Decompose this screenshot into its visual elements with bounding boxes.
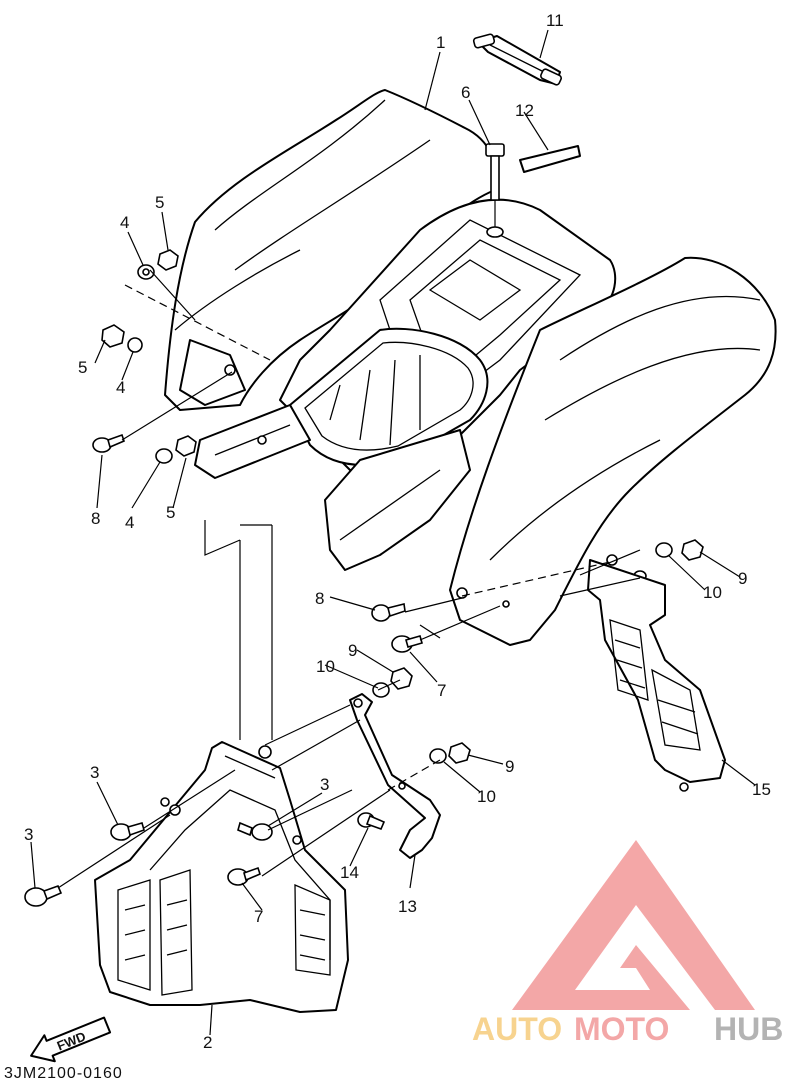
part-15-right-flap bbox=[587, 559, 726, 792]
callout-9: 9 bbox=[348, 641, 357, 660]
part-14-bolt bbox=[357, 812, 386, 831]
part-1-rear-fender bbox=[164, 89, 777, 646]
callout-4: 4 bbox=[120, 213, 129, 232]
callout-7: 7 bbox=[254, 907, 263, 926]
callout-2: 2 bbox=[203, 1033, 212, 1052]
brand-hub: HUB bbox=[714, 1011, 783, 1047]
drawing-code: 3JM2100-0160 bbox=[4, 1065, 123, 1082]
callout-4: 4 bbox=[125, 513, 134, 532]
callout-labels: 1 2 3 3 3 4 4 4 5 5 5 6 7 7 8 8 9 9 9 10… bbox=[24, 11, 771, 1052]
part-11-strap bbox=[472, 33, 562, 86]
part-3-screws bbox=[24, 821, 273, 907]
part-6-bolt bbox=[485, 143, 505, 238]
part-2-lower-flap bbox=[94, 741, 349, 1013]
callout-5: 5 bbox=[78, 358, 87, 377]
callout-8: 8 bbox=[91, 509, 100, 528]
callout-13: 13 bbox=[398, 897, 417, 916]
callout-1: 1 bbox=[436, 33, 445, 52]
callout-4: 4 bbox=[116, 378, 125, 397]
callout-3: 3 bbox=[24, 825, 33, 844]
callout-10: 10 bbox=[316, 657, 335, 676]
callout-14: 14 bbox=[340, 863, 359, 882]
callout-15: 15 bbox=[752, 780, 771, 799]
callout-3: 3 bbox=[320, 775, 329, 794]
callout-5: 5 bbox=[155, 193, 164, 212]
watermark-logo: AUTO MOTO HUB bbox=[472, 840, 783, 1047]
part-8-bolts bbox=[92, 433, 406, 622]
callout-3: 3 bbox=[90, 763, 99, 782]
leader-lines bbox=[30, 29, 756, 1036]
callout-7: 7 bbox=[437, 681, 446, 700]
callout-9: 9 bbox=[505, 757, 514, 776]
callout-8: 8 bbox=[315, 589, 324, 608]
hardware-upper-left bbox=[101, 249, 197, 464]
fwd-label: FWD bbox=[55, 1029, 88, 1054]
brand-auto: AUTO bbox=[472, 1011, 562, 1047]
part-12-label bbox=[519, 145, 581, 173]
callout-10: 10 bbox=[703, 583, 722, 602]
callout-10: 10 bbox=[477, 787, 496, 806]
logo-triangle-mark bbox=[512, 840, 755, 1010]
callout-12: 12 bbox=[515, 101, 534, 120]
part-13-stay bbox=[349, 693, 441, 859]
callout-9: 9 bbox=[738, 569, 747, 588]
fwd-arrow: FWD bbox=[30, 1016, 112, 1063]
brand-moto: MOTO bbox=[574, 1011, 669, 1047]
callout-5: 5 bbox=[166, 503, 175, 522]
callout-11: 11 bbox=[546, 11, 564, 30]
callout-6: 6 bbox=[461, 83, 470, 102]
hardware-right bbox=[372, 539, 704, 764]
